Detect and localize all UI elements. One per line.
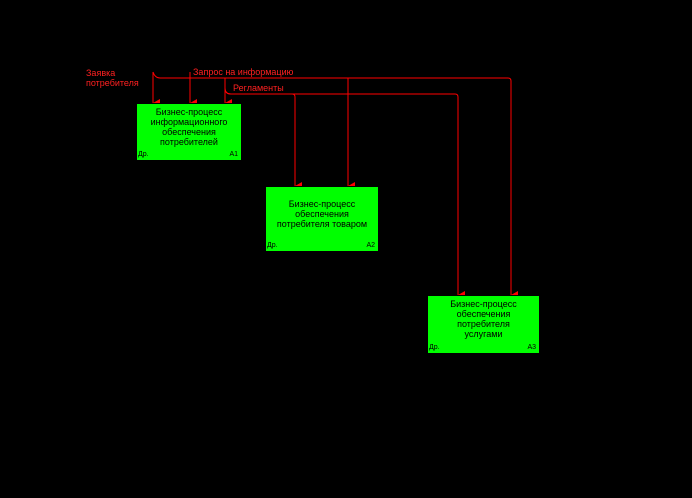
process-box-a1-code: A1 [229,151,238,158]
arrow-request-branch [152,71,224,79]
process-box-a2[interactable]: Бизнес-процесс обеспечения потребителя т… [265,186,379,252]
arrow-info-request-to-a3[interactable] [224,77,518,299]
process-box-a2-tag: Др. [267,242,278,249]
label-info-request: Запрос на информацию [193,67,294,77]
process-box-a3-text: Бизнес-процесс обеспечения потребителя у… [450,299,517,339]
process-box-a3[interactable]: Бизнес-процесс обеспечения потребителя у… [427,295,540,354]
process-box-a2-code: A2 [366,242,375,249]
process-box-a1-text: Бизнес-процесс информационного обеспечен… [150,107,228,147]
process-box-a3-tag: Др. [429,344,440,351]
arrow-regulations-to-a2[interactable] [224,87,302,190]
process-box-a3-code: A3 [527,344,536,351]
process-box-a1[interactable]: Бизнес-процесс информационного обеспечен… [136,103,242,161]
process-box-a1-tag: Др. [138,151,149,158]
label-request: Заявка потребителя [86,68,139,88]
label-regulations: Регламенты [233,83,284,93]
process-box-a2-text: Бизнес-процесс обеспечения потребителя т… [276,199,368,229]
